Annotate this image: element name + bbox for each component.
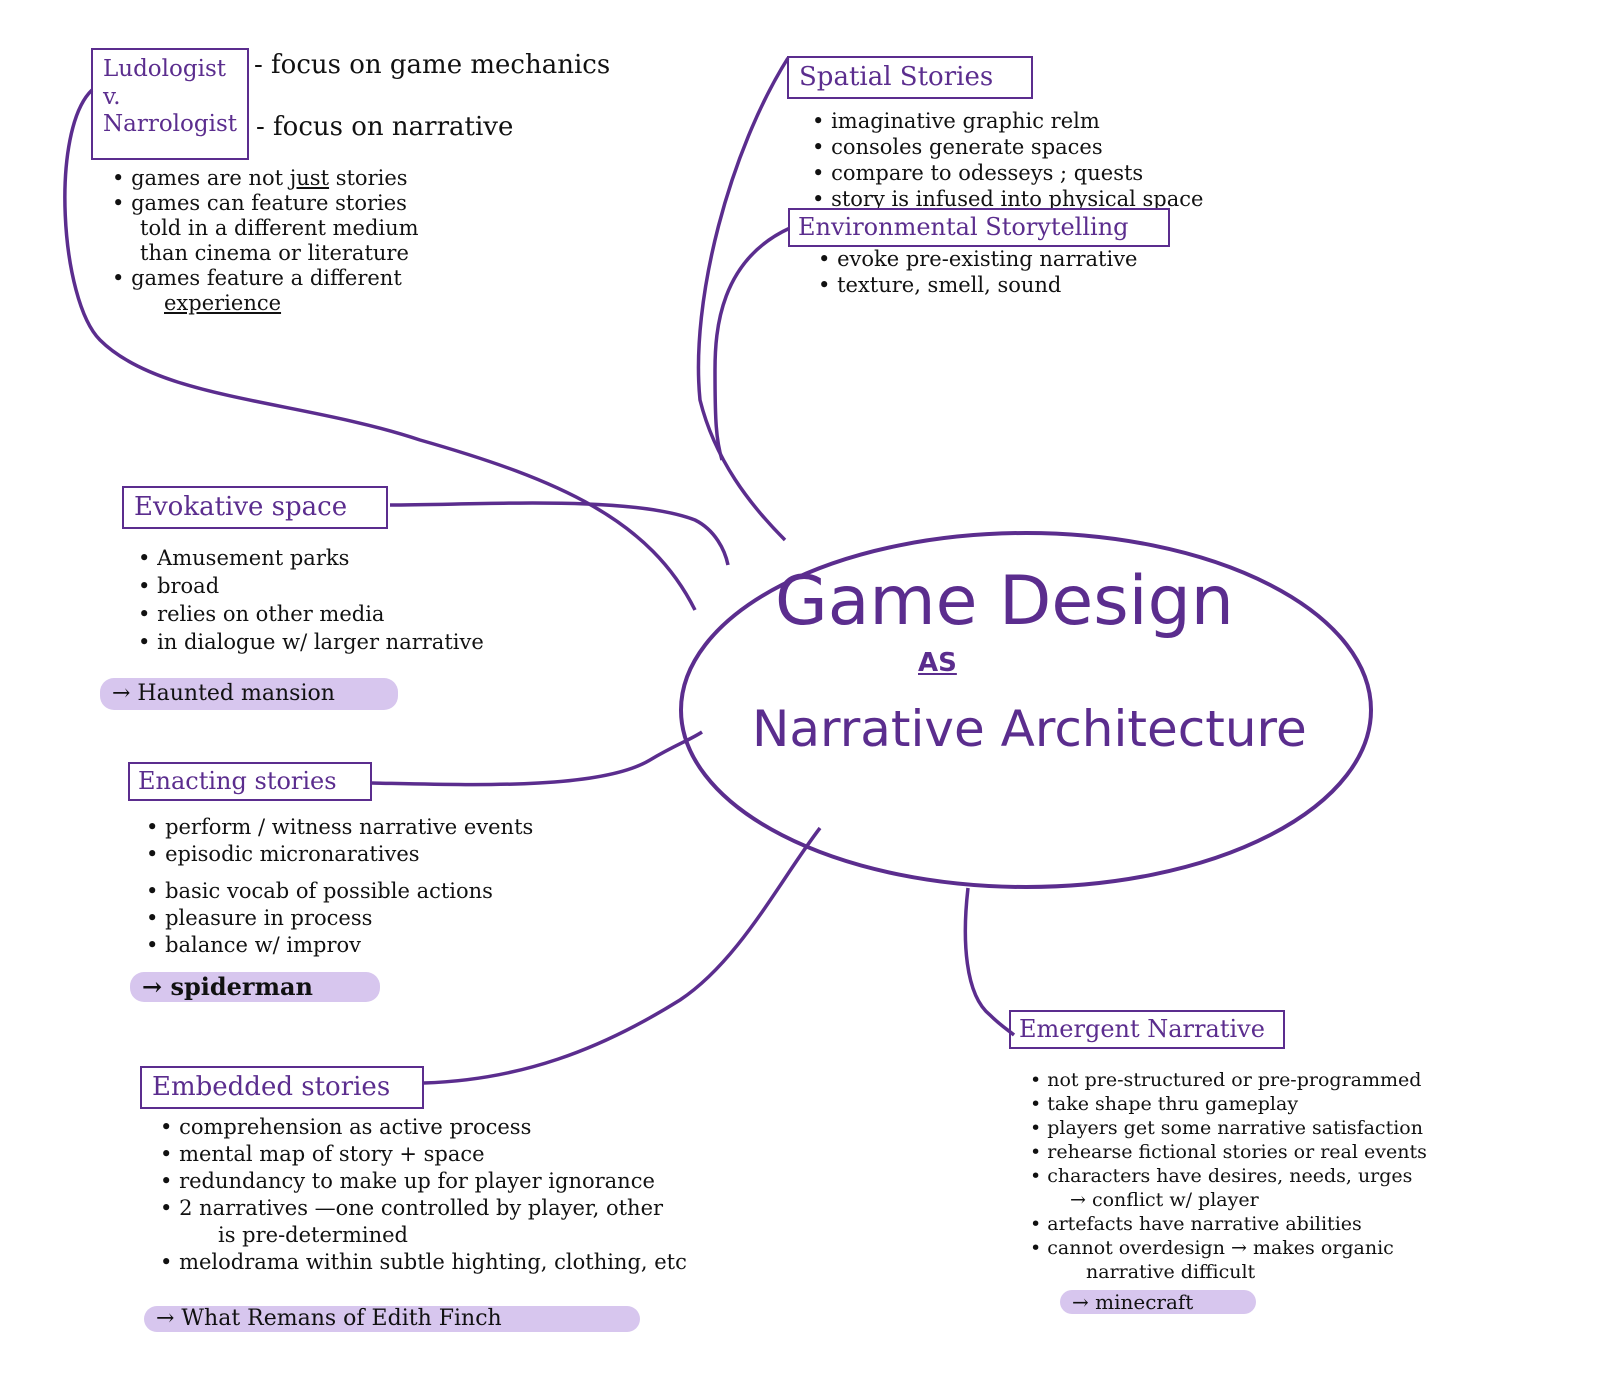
list-item: games can feature stories: [112, 191, 419, 216]
spatial-stories-box: Spatial Stories: [787, 56, 1033, 100]
center-ellipse: [679, 531, 1373, 889]
list-item: told in a different medium: [140, 216, 419, 240]
list-item: comprehension as active process: [160, 1114, 687, 1141]
embedded-notes: comprehension as active process mental m…: [160, 1114, 687, 1276]
list-item: consoles generate spaces: [812, 134, 1203, 160]
enacting-notes: perform / witness narrative events episo…: [146, 814, 533, 959]
ludo-box-line2: v.: [103, 83, 121, 110]
list-item: experience: [164, 291, 282, 315]
list-item: basic vocab of possible actions: [146, 878, 533, 905]
list-item: Amusement parks: [138, 544, 484, 572]
list-item: episodic micronaratives: [146, 841, 533, 868]
evocative-space-box: Evokative space: [122, 486, 388, 530]
center-title: Game Design: [775, 562, 1234, 641]
center-subtitle: Narrative Architecture: [752, 700, 1307, 758]
emergent-notes: not pre-structured or pre-programmed tak…: [1030, 1068, 1427, 1284]
embedded-stories-box: Embedded stories: [140, 1066, 424, 1110]
evocative-example-highlight: → Haunted mansion: [100, 678, 398, 710]
ludo-side-note-1: - focus on game mechanics: [254, 50, 611, 80]
ludo-box-line1: Ludologist: [103, 56, 226, 82]
list-item: not pre-structured or pre-programmed: [1030, 1068, 1427, 1092]
list-item: → conflict w/ player: [1070, 1189, 1259, 1211]
list-item: games are not just stories: [112, 166, 419, 191]
list-item: in dialogue w/ larger narrative: [138, 628, 484, 656]
connector-embedded: [423, 826, 822, 1085]
list-item: games feature a different: [112, 266, 419, 291]
emergent-narrative-box: Emergent Narrative: [1009, 1010, 1285, 1049]
list-item: than cinema or literature: [140, 241, 409, 265]
list-item: texture, smell, sound: [818, 272, 1137, 298]
connector-evocative: [389, 501, 730, 566]
list-item: is pre-determined: [218, 1223, 408, 1247]
list-item: broad: [138, 572, 484, 600]
list-item: cannot overdesign → makes organic: [1030, 1236, 1427, 1260]
list-item: characters have desires, needs, urges: [1030, 1164, 1427, 1188]
environmental-notes: evoke pre-existing narrative texture, sm…: [818, 246, 1137, 298]
center-connector-word: AS: [918, 648, 957, 678]
list-item: relies on other media: [138, 600, 484, 628]
list-item: melodrama within subtle highting, clothi…: [160, 1249, 687, 1276]
connector-enacting: [371, 730, 703, 787]
ludo-box-line3: Narrologist: [103, 111, 238, 138]
list-item: mental map of story + space: [160, 1141, 687, 1168]
list-item: redundancy to make up for player ignoran…: [160, 1168, 687, 1195]
list-item: compare to odesseys ; quests: [812, 160, 1203, 186]
list-item: pleasure in process: [146, 905, 533, 932]
list-item: perform / witness narrative events: [146, 814, 533, 841]
environmental-storytelling-box: Environmental Storytelling: [788, 208, 1170, 247]
ludo-side-note-2: - focus on narrative: [256, 112, 514, 142]
emergent-example-highlight: → minecraft: [1060, 1290, 1256, 1314]
connector-environmental: [713, 226, 791, 461]
embedded-example-highlight: → What Remans of Edith Finch: [144, 1306, 640, 1332]
list-item: evoke pre-existing narrative: [818, 246, 1137, 272]
evocative-notes: Amusement parks broad relies on other me…: [138, 544, 484, 656]
list-item: take shape thru gameplay: [1030, 1092, 1427, 1116]
list-item: narrative difficult: [1086, 1261, 1256, 1283]
enacting-stories-box: Enacting stories: [128, 762, 372, 801]
ludo-narro-box: Ludologist v. Narrologist: [91, 48, 249, 160]
list-item: artefacts have narrative abilities: [1030, 1212, 1427, 1236]
connector-ludo: [63, 88, 697, 611]
list-item: rehearse fictional stories or real event…: [1030, 1140, 1427, 1164]
list-item: story is infused into physical space: [812, 186, 1203, 212]
list-item: players get some narrative satisfaction: [1030, 1116, 1427, 1140]
connector-emergent: [963, 887, 1016, 1037]
ludo-notes: games are not just stories games can fea…: [112, 166, 419, 316]
spatial-notes: imaginative graphic relm consoles genera…: [812, 108, 1203, 212]
list-item: 2 narratives —one controlled by player, …: [160, 1195, 687, 1222]
list-item: imaginative graphic relm: [812, 108, 1203, 134]
connector-spatial: [696, 57, 790, 542]
list-item: balance w/ improv: [146, 932, 533, 959]
enacting-example-highlight: → spiderman: [130, 972, 380, 1002]
